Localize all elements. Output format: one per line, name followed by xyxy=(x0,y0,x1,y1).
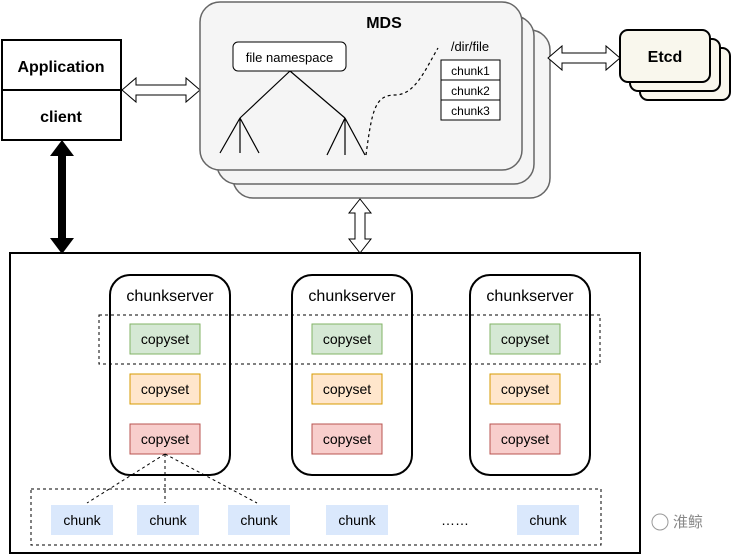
chunk-entry: chunk1 xyxy=(451,64,490,78)
copyset-box xyxy=(489,423,561,455)
file-namespace-label: file namespace xyxy=(246,50,333,65)
copyset-label: copyset xyxy=(141,331,189,347)
chunk-box: chunk xyxy=(137,505,199,535)
chunkserver-label: chunkserver xyxy=(126,288,214,305)
copyset-label: copyset xyxy=(323,431,371,447)
chunk-label: chunk xyxy=(338,512,376,528)
mds-title: MDS xyxy=(366,15,402,32)
application-label: Application xyxy=(17,59,104,76)
watermark-text: 淮鲸 xyxy=(673,514,703,531)
copyset-box xyxy=(129,323,201,355)
mds-etcd-arrow xyxy=(547,44,621,72)
copyset-box xyxy=(311,323,383,355)
chunk-group-outline xyxy=(30,488,602,546)
chunk-box: chunk xyxy=(517,505,579,535)
watermark: 淮鲸 xyxy=(651,513,703,531)
client-block: Application client xyxy=(1,39,122,141)
copyset-box xyxy=(489,373,561,405)
chunkserver-label: chunkserver xyxy=(486,288,574,305)
client-label: client xyxy=(40,109,82,126)
copyset-label: copyset xyxy=(141,431,189,447)
mds-block: MDS file namespace /dir/file chunk1 chun… xyxy=(199,1,551,199)
copyset-box xyxy=(311,423,383,455)
etcd-label: Etcd xyxy=(648,49,683,66)
client-mds-arrow xyxy=(121,76,201,104)
copyset-box xyxy=(311,373,383,405)
chunkserver: chunkserver copyset copyset copyset xyxy=(109,274,231,476)
chunk-entry: chunk2 xyxy=(451,84,490,98)
chunk-box: chunk xyxy=(228,505,290,535)
copyset-group-outline xyxy=(98,314,601,365)
file-path-label: /dir/file xyxy=(451,39,489,54)
chunkserver: chunkserver copyset copyset copyset xyxy=(291,274,413,476)
copyset-box xyxy=(489,323,561,355)
chunk-box: chunk xyxy=(51,505,113,535)
copyset-label: copyset xyxy=(501,331,549,347)
copyset-label: copyset xyxy=(501,431,549,447)
wechat-icon xyxy=(651,513,669,531)
copyset-label: copyset xyxy=(323,381,371,397)
client-cluster-arrow xyxy=(50,140,74,254)
chunkserver-label: chunkserver xyxy=(308,288,396,305)
chunkserver: chunkserver copyset copyset copyset xyxy=(469,274,591,476)
etcd-block: Etcd xyxy=(619,29,731,101)
chunk-label: chunk xyxy=(149,512,187,528)
copyset-box xyxy=(129,373,201,405)
chunk-ellipsis: …… xyxy=(441,512,469,528)
chunk-label: chunk xyxy=(529,512,567,528)
copyset-chunk-links xyxy=(86,453,258,504)
namespace-tree xyxy=(219,47,439,156)
chunk-label: chunk xyxy=(240,512,278,528)
chunk-box: chunk xyxy=(326,505,388,535)
copyset-label: copyset xyxy=(141,381,189,397)
chunk-label: chunk xyxy=(63,512,101,528)
chunk-entry: chunk3 xyxy=(451,104,490,118)
copyset-label: copyset xyxy=(323,331,371,347)
chunk-table: chunk1 chunk2 chunk3 xyxy=(440,59,501,121)
mds-cluster-arrow xyxy=(347,198,373,254)
copyset-label: copyset xyxy=(501,381,549,397)
